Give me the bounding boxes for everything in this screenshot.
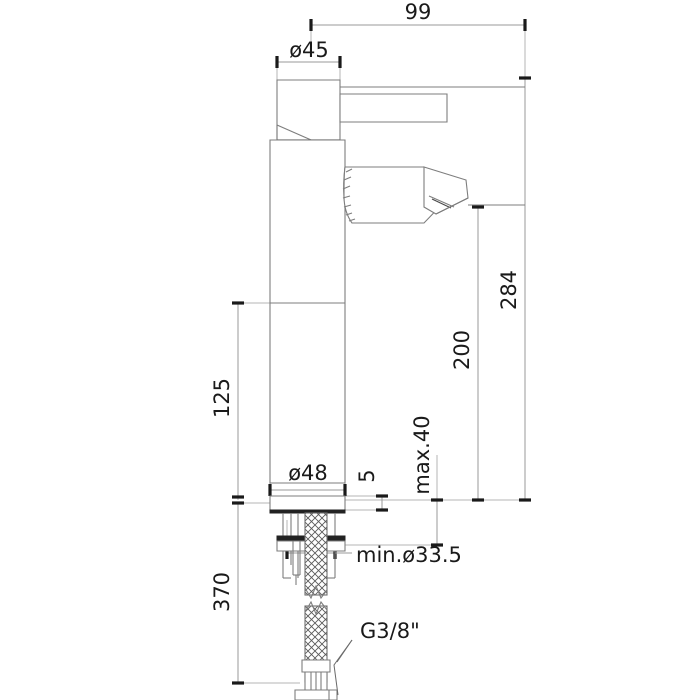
- dim-label-base-diameter: ø48: [288, 461, 328, 485]
- dim-label-total-height: 284: [497, 270, 521, 310]
- dim-label-spout-reach: 99: [405, 0, 432, 24]
- lever-handle: [339, 86, 525, 123]
- dim-label-thread-size: G3/8": [360, 619, 420, 643]
- dim-label-body-diameter-top: ø45: [289, 38, 329, 62]
- dimension-lines: [232, 19, 531, 685]
- dimension-labels: 99 ø45 284 200 max.40 125 ø48 5 min.ø33.…: [210, 0, 521, 643]
- base-flange: [269, 495, 346, 514]
- faucet-geometry: [269, 79, 525, 700]
- dim-label-column-height: 125: [210, 378, 234, 418]
- dim-label-hose-length: 370: [210, 572, 234, 612]
- hex-connection-nut: [294, 659, 338, 700]
- dim-label-max-deck-thickness: max.40: [410, 415, 434, 494]
- aerator-outlet: [423, 166, 525, 215]
- dim-label-base-thickness: 5: [355, 469, 379, 482]
- dim-label-min-hole-diameter: min.ø33.5: [356, 543, 462, 567]
- dim-label-spout-height: 200: [450, 330, 474, 370]
- riser-column: [269, 139, 346, 484]
- thread-leader-line-2: [336, 639, 353, 663]
- cartridge-head-body: [276, 79, 341, 144]
